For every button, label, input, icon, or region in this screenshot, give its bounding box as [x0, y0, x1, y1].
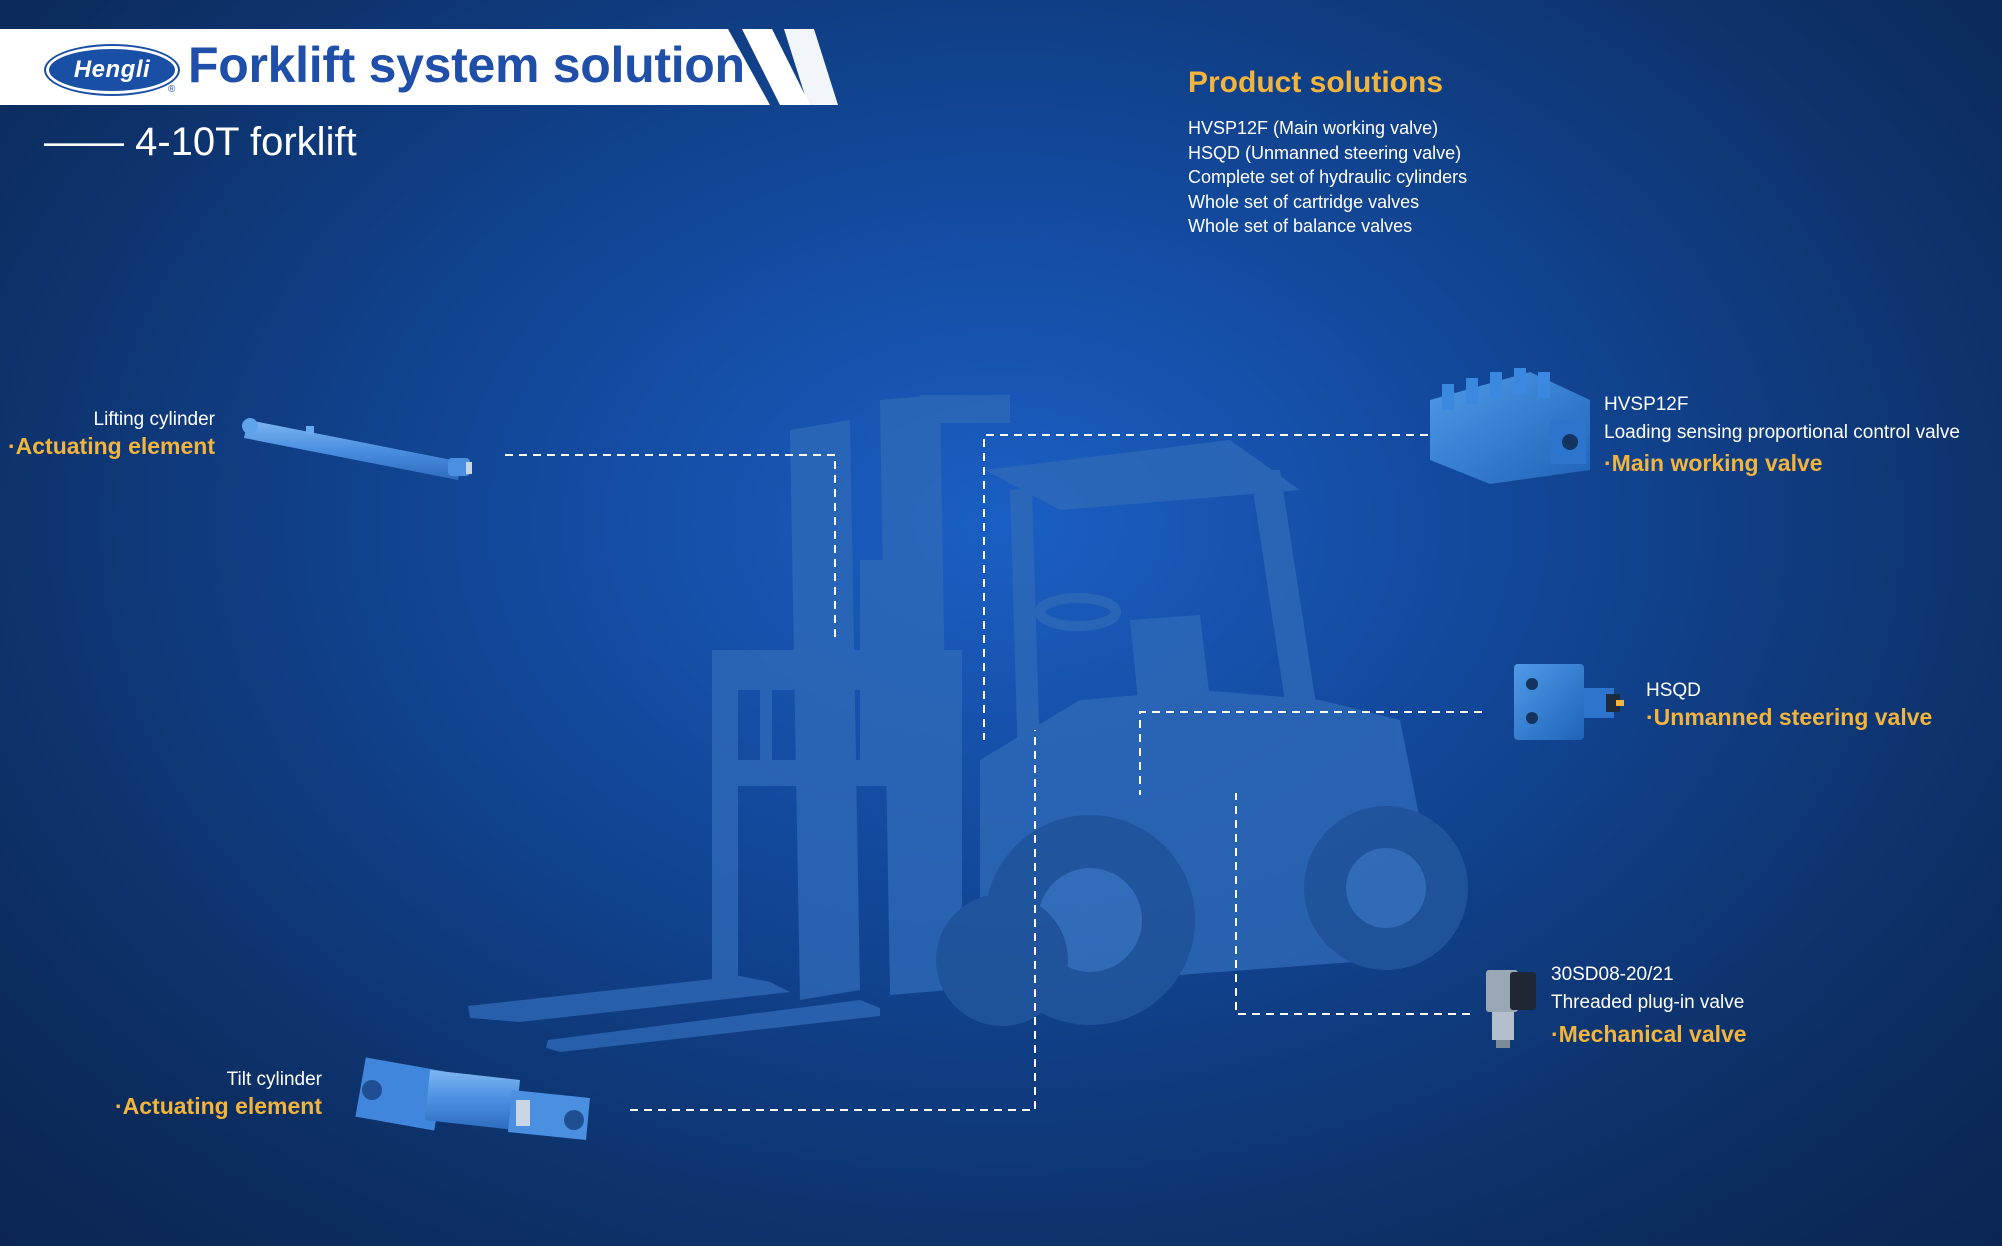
page-subtitle: —— 4-10T forklift [44, 120, 357, 164]
hengli-logo: Hengli [46, 46, 178, 94]
plugin-valve-image [1486, 970, 1536, 1048]
forklift-illustration [468, 395, 1468, 1052]
plugin-valve-description: Threaded plug-in valve [1551, 992, 1745, 1013]
list-item: HVSP12F (Main working valve) [1188, 118, 1439, 138]
registered-mark: ® [168, 84, 176, 95]
header-banner [0, 29, 838, 105]
plugin-valve-type: ·Mechanical valve [1551, 1021, 1747, 1047]
steering-valve-image [1514, 664, 1624, 740]
steering-valve-model: HSQD [1646, 680, 1701, 701]
connector-lines [505, 434, 1482, 1111]
list-item: HSQD (Unmanned steering valve) [1188, 142, 1462, 163]
page-title: Forklift system solution [188, 37, 745, 93]
logo-text: Hengli [73, 56, 151, 83]
main-valve-image [1430, 368, 1590, 484]
list-item: Complete set of hydraulic cylinders [1188, 167, 1468, 188]
main-valve-model: HVSP12F [1604, 394, 1689, 415]
lifting-cylinder-type: ·Actuating element [7, 433, 215, 459]
list-item: Whole set of cartridge valves [1188, 191, 1420, 212]
steering-valve-type: ·Unmanned steering valve [1646, 704, 1933, 730]
main-valve-type: ·Main working valve [1604, 450, 1823, 476]
tilt-cylinder-image [355, 1057, 590, 1140]
product-solutions-heading: Product solutions [1188, 66, 1443, 99]
tilt-cylinder-type: ·Actuating element [114, 1093, 322, 1119]
plugin-valve-model: 30SD08-20/21 [1551, 964, 1674, 985]
list-item: Whole set of balance valves [1188, 216, 1413, 237]
lifting-cylinder-name: Lifting cylinder [93, 409, 215, 430]
tilt-cylinder-name: Tilt cylinder [226, 1069, 322, 1090]
main-valve-description: Loading sensing proportional control val… [1604, 422, 1960, 443]
product-solutions-list: HVSP12F (Main working valve) HSQD (Unman… [1188, 116, 1467, 239]
lifting-cylinder-image [242, 418, 472, 480]
